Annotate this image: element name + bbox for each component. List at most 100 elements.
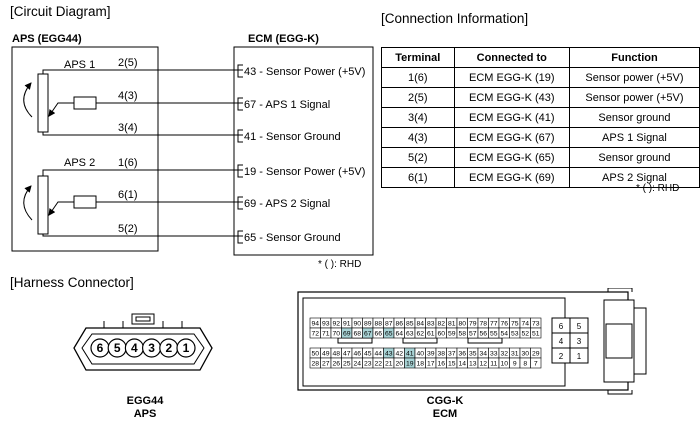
table-cell: ECM EGG-K (43)	[453, 87, 570, 108]
cggk-pin-number: 16	[437, 361, 445, 368]
egg44-pin: 1	[183, 341, 190, 355]
cggk-pin-number: 46	[353, 351, 361, 358]
cggk-pin-cell	[530, 357, 542, 369]
cggk-pin-number: 85	[406, 321, 414, 328]
cggk-pin-number: 15	[448, 361, 456, 368]
cggk-side-grid	[551, 317, 589, 364]
cggk-pin-number: 69	[343, 331, 351, 338]
cggk-pin-number: 26	[332, 361, 340, 368]
connection-table: Terminal Connected to Function 1(6)ECM E…	[381, 47, 700, 188]
ecm-terminal	[237, 64, 243, 78]
aps1-label: APS 1	[64, 59, 95, 71]
cggk-pin-number: 67	[364, 331, 372, 338]
cggk-pin-number: 83	[427, 321, 435, 328]
cggk-pin-number: 71	[322, 331, 330, 338]
egg44-pin: 2	[165, 341, 172, 355]
harness-connector-heading: [Harness Connector]	[10, 275, 134, 290]
cggk-pin-number: 63	[406, 331, 414, 338]
table-header: Terminal	[381, 47, 455, 68]
ecm-pin-label: 43 - Sensor Power (+5V)	[244, 66, 365, 78]
cggk-pin-cell	[530, 327, 542, 339]
cggk-pin-number: 38	[437, 351, 445, 358]
cggk-pin-number: 82	[437, 321, 445, 328]
cggk-pin-number: 35	[469, 351, 477, 358]
cggk-pin-number: 25	[343, 361, 351, 368]
table-header-row: Terminal Connected to Function	[381, 47, 700, 68]
table-row: 6(1)ECM EGG-K (69)APS 2 Signal	[381, 167, 700, 188]
ecm-pin-label: 41 - Sensor Ground	[244, 131, 341, 143]
aps-pin-label: 6(1)	[118, 189, 138, 201]
cggk-side-pin: 4	[559, 337, 564, 346]
table-cell: Sensor ground	[568, 107, 700, 128]
cggk-pin-number: 62	[416, 331, 424, 338]
ecm-pin-label: 65 - Sensor Ground	[244, 232, 341, 244]
cggk-pin-number: 53	[511, 331, 519, 338]
cggk-pin-number: 44	[374, 351, 382, 358]
cggk-pin-number: 51	[532, 331, 540, 338]
aps1-resistor	[73, 96, 97, 110]
table-row: 5(2)ECM EGG-K (65)Sensor ground	[381, 147, 700, 168]
cggk-pin-number: 36	[458, 351, 466, 358]
ecm-pin-label: 19 - Sensor Power (+5V)	[244, 166, 365, 178]
cggk-pin-number: 19	[406, 361, 414, 368]
cggk-pin-number: 76	[500, 321, 508, 328]
cggk-pin-number: 10	[500, 361, 508, 368]
cggk-pin-number: 74	[521, 321, 529, 328]
cggk-side-pin: 5	[577, 322, 582, 331]
aps2-label: APS 2	[64, 157, 95, 169]
cggk-pin-number: 30	[521, 351, 529, 358]
cggk-pin-number: 42	[395, 351, 403, 358]
cggk-pin-number: 91	[343, 321, 351, 328]
table-cell: 3(4)	[381, 107, 455, 128]
cggk-pin-number: 31	[511, 351, 519, 358]
table-cell: ECM EGG-K (69)	[453, 167, 570, 188]
cggk-pin-number: 48	[332, 351, 340, 358]
cggk-pin-number: 65	[385, 331, 393, 338]
cggk-pin-number: 27	[322, 361, 330, 368]
cggk-pin-number: 81	[448, 321, 456, 328]
aps2-rotation-arrow	[23, 185, 33, 221]
cggk-side-pin: 2	[559, 352, 564, 361]
egg44-pin: 4	[131, 341, 138, 355]
cggk-pin-number: 86	[395, 321, 403, 328]
table-cell: 1(6)	[381, 67, 455, 88]
cggk-pin-number: 84	[416, 321, 424, 328]
cggk-pin-number: 94	[311, 321, 319, 328]
ecm-pin-label: 67 - APS 1 Signal	[244, 99, 330, 111]
cggk-pin-number: 58	[458, 331, 466, 338]
cggk-pin-number: 90	[353, 321, 361, 328]
cggk-pin-number: 50	[311, 351, 319, 358]
cggk-pin-number: 66	[374, 331, 382, 338]
cggk-pin-number: 79	[469, 321, 477, 328]
cggk-side-pin: 6	[559, 322, 564, 331]
aps1-wiper	[48, 102, 74, 117]
table-rhd-note: * ( ): RHD	[636, 183, 680, 194]
egg44-label: APS	[133, 408, 157, 420]
rhd-note: * ( ): RHD	[318, 259, 362, 270]
aps2-wiper	[48, 201, 74, 216]
aps2-resistor	[73, 195, 97, 209]
aps-box	[11, 46, 159, 252]
cggk-pin-number: 37	[448, 351, 456, 358]
ecm-terminal	[237, 97, 243, 111]
ecm-box-title: ECM (EGG-K)	[248, 33, 319, 45]
circuit-diagram-heading: [Circuit Diagram]	[10, 4, 111, 19]
cggk-pin-number: 34	[479, 351, 487, 358]
cggk-pin-number: 24	[353, 361, 361, 368]
cggk-pin-number: 9	[513, 361, 517, 368]
table-cell: 5(2)	[381, 147, 455, 168]
cggk-pin-number: 70	[332, 331, 340, 338]
cggk-pin-number: 28	[311, 361, 319, 368]
aps-pin-label: 2(5)	[118, 57, 138, 69]
cggk-pin-number: 45	[364, 351, 372, 358]
table-cell: APS 2 Signal	[568, 167, 700, 188]
cggk-pin-number: 7	[534, 361, 538, 368]
cggk-pin-number: 41	[406, 351, 414, 358]
cggk-pin-number: 47	[343, 351, 351, 358]
aps-pin-label: 5(2)	[118, 223, 138, 235]
cggk-pin-number: 52	[521, 331, 529, 338]
cggk-pin-number: 93	[322, 321, 330, 328]
table-header: Connected to	[453, 47, 570, 68]
cggk-pin-number: 78	[479, 321, 487, 328]
cggk-pin-number: 87	[385, 321, 393, 328]
